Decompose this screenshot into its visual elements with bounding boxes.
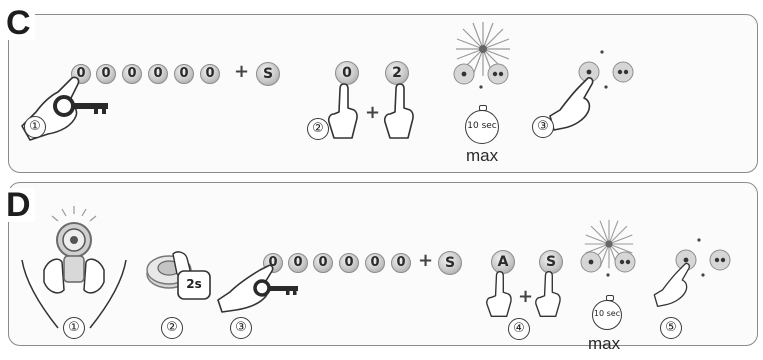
hand-pointer-icon (327, 83, 358, 139)
hand-pointer-icon (535, 271, 561, 317)
code-key: 0 (391, 253, 411, 273)
step-number: ① (24, 116, 46, 138)
step-number: ② (307, 118, 329, 140)
step-number: ① (63, 317, 85, 339)
panel-c-letter: C (2, 6, 35, 40)
hand-pointer-icon (383, 83, 414, 139)
step-number: ⑤ (660, 317, 682, 339)
save-key: S (256, 62, 280, 86)
plus-sign: + (418, 250, 434, 271)
function-key: 2 (385, 61, 409, 85)
hand-pointer-icon (486, 271, 512, 317)
code-key: 0 (339, 253, 359, 273)
plus-sign: + (365, 102, 381, 123)
panel-d-letter: D (2, 188, 35, 222)
stopwatch-icon: 10 sec (592, 295, 622, 330)
lock-cylinder-icon (51, 206, 97, 283)
led-indicator-icon (578, 50, 634, 89)
step-number: ③ (230, 317, 252, 339)
led-indicator-icon (580, 251, 636, 277)
code-key: 0 (313, 253, 333, 273)
function-key: A (491, 250, 515, 274)
max-label: max (588, 334, 621, 353)
led-indicator-icon (453, 63, 509, 89)
hand-pointer-icon (549, 77, 594, 131)
plus-sign: + (518, 286, 534, 307)
code-key: 0 (96, 64, 116, 84)
step-number: ④ (508, 318, 530, 340)
step-number: ② (161, 317, 183, 339)
max-label: max (466, 146, 499, 165)
function-key: S (539, 250, 563, 274)
hand-pointer-icon (217, 264, 274, 313)
key-icon (253, 279, 298, 297)
code-key: 0 (365, 253, 385, 273)
step-number: ③ (532, 116, 554, 138)
press-duration-badge (177, 270, 211, 300)
panel-c (8, 14, 758, 173)
key-icon (53, 95, 108, 117)
code-key: 0 (288, 253, 308, 273)
led-indicator-icon (675, 238, 731, 277)
code-key: 0 (200, 64, 220, 84)
stopwatch-icon: 10 sec (465, 105, 499, 144)
hand-pointer-icon (653, 262, 690, 308)
hands-holding-icon (21, 258, 127, 329)
save-key: S (438, 251, 462, 275)
press-duration-text: 2s (186, 277, 202, 291)
code-key: 0 (148, 64, 168, 84)
code-key: 0 (122, 64, 142, 84)
flash-burst-icon (456, 22, 510, 76)
code-key: 0 (174, 64, 194, 84)
plus-sign: + (234, 61, 250, 82)
